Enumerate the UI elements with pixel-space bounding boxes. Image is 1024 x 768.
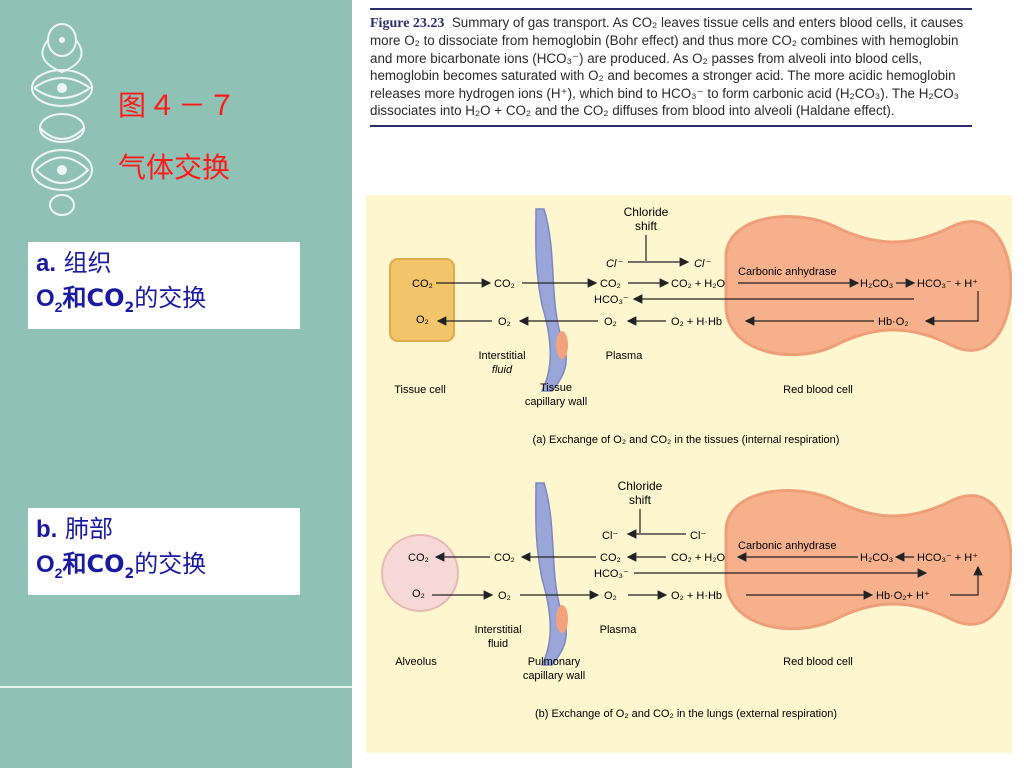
alveolus-label: Alveolus: [395, 656, 437, 668]
label-title: 肺部: [64, 515, 113, 543]
caption-rule-bottom: [370, 125, 972, 128]
tissue-cell-shape: [389, 258, 455, 342]
chloride-shift-label: Chloride: [624, 205, 669, 219]
label-title: 组织: [63, 249, 112, 277]
red-blood-cell-shape: [724, 489, 1013, 631]
plasma-hco3-label: HCO₃⁻: [594, 568, 629, 580]
sidebar: 图４－７ 气体交换 a. 组织 O2和CO2的交换 b. 肺部 O2和CO2的交…: [0, 0, 352, 768]
caption-text: Summary of gas transport. As CO₂ leaves …: [370, 15, 964, 119]
capillary-label: Pulmonary: [528, 656, 581, 668]
label-and-co: 和CO: [62, 284, 125, 312]
figure-caption: Figure 23.23 Summary of gas transport. A…: [370, 8, 972, 128]
cl-plasma-label: Cl⁻: [606, 258, 623, 270]
caption-rule-top: [370, 8, 972, 10]
plasma-co2-label: CO₂: [600, 278, 621, 290]
label-sub: 2: [124, 565, 135, 582]
label-o: O: [36, 551, 55, 578]
interstitial-label: Interstitial: [478, 350, 525, 362]
interstitial-co2-label: CO₂: [494, 552, 515, 564]
label-sub: 2: [54, 564, 63, 581]
label-letter: a.: [36, 250, 57, 277]
hco3-h-label: HCO₃⁻ + H⁺: [917, 552, 978, 564]
h2co3-label: H₂CO₃: [860, 278, 893, 290]
label-exchange: 的交换: [134, 550, 207, 578]
label-lung-exchange: b. 肺部 O2和CO2的交换: [28, 508, 300, 595]
interstitial-label: Interstitial: [474, 624, 521, 636]
label-letter: b.: [36, 516, 58, 543]
interstitial-co2-label: CO₂: [494, 278, 515, 290]
hb-o2-h-label: Hb·O₂+ H⁺: [876, 590, 930, 602]
h2co3-label: H₂CO₃: [860, 552, 893, 564]
panel-caption: (a) Exchange of O₂ and CO₂ in the tissue…: [533, 434, 840, 446]
rbc-label: Red blood cell: [783, 384, 853, 396]
figure-title: 气体交换: [118, 151, 231, 184]
label-sub: 2: [54, 298, 63, 315]
chloride-shift-label: Chloride: [618, 479, 663, 493]
label-and-co: 和CO: [62, 550, 125, 578]
label-tissue-exchange: a. 组织 O2和CO2的交换: [28, 242, 300, 329]
hco3-h-label: HCO₃⁻ + H⁺: [917, 278, 978, 290]
plasma-label: Plasma: [600, 624, 638, 636]
plasma-hco3-label: HCO₃⁻: [594, 294, 629, 306]
panel-b: Chloride shift Cl⁻ Cl⁻ CO₂ O₂ CO₂ CO₂ CO…: [381, 479, 1013, 720]
h-to-hb-path: [924, 291, 979, 326]
capillary-cell-icon: [556, 605, 568, 633]
capillary-label: capillary wall: [523, 670, 585, 682]
capillary-wall-shape: [535, 482, 567, 666]
rbc-label: Red blood cell: [783, 656, 853, 668]
caption-label: Figure 23.23: [370, 16, 445, 31]
rbc-co2-h2o-label: CO₂ + H₂O: [671, 278, 726, 290]
tissue-o2-label: O₂: [416, 314, 429, 326]
capillary-cell-icon: [556, 331, 568, 359]
o2-hhb-label: O₂ + H·Hb: [671, 316, 722, 328]
tissue-cell-label: Tissue cell: [394, 384, 446, 396]
rbc-co2-h2o-label: CO₂ + H₂O: [671, 552, 726, 564]
plasma-co2-label: CO₂: [600, 552, 621, 564]
cl-plasma-label: Cl⁻: [602, 530, 618, 542]
capillary-label: Tissue: [540, 382, 572, 394]
figure-number: 图４－７: [118, 89, 239, 122]
chloride-shift-label: shift: [635, 219, 658, 233]
cl-rbc-label: Cl⁻: [690, 530, 706, 542]
o2-hhb-label: O₂ + H·Hb: [671, 590, 722, 602]
divider: [0, 686, 352, 688]
plasma-o2-label: O₂: [604, 590, 617, 602]
panel-a: Chloride shift Cl⁻ Cl⁻ CO₂ O₂ CO₂ CO₂ CO…: [389, 205, 1013, 446]
plasma-label: Plasma: [606, 350, 644, 362]
interstitial-o2-label: O₂: [498, 590, 511, 602]
alveolus-o2-label: O₂: [412, 588, 425, 600]
carbonic-anhydrase-label: Carbonic anhydrase: [738, 540, 836, 552]
ornament-top-icon: [31, 23, 93, 216]
capillary-label: capillary wall: [525, 396, 587, 408]
chloride-shift-label: shift: [629, 493, 652, 507]
label-sub: 2: [124, 299, 135, 316]
plasma-o2-label: O₂: [604, 316, 617, 328]
gas-exchange-diagram: Chloride shift Cl⁻ Cl⁻ CO₂ O₂ CO₂ CO₂ CO…: [366, 195, 1013, 753]
alveolus-co2-label: CO₂: [408, 552, 429, 564]
hb-to-h-path: [950, 565, 983, 596]
hb-o2-label: Hb·O₂: [878, 316, 909, 328]
label-exchange: 的交换: [134, 284, 207, 312]
interstitial-label: fluid: [488, 638, 508, 650]
cl-rbc-label: Cl⁻: [694, 258, 711, 270]
label-o: O: [36, 285, 55, 312]
red-blood-cell-shape: [724, 215, 1013, 357]
capillary-wall-shape: [535, 208, 567, 392]
interstitial-o2-label: O₂: [498, 316, 511, 328]
interstitial-label: fluid: [492, 364, 513, 376]
tissue-co2-label: CO₂: [412, 278, 433, 290]
panel-caption: (b) Exchange of O₂ and CO₂ in the lungs …: [535, 708, 837, 720]
carbonic-anhydrase-label: Carbonic anhydrase: [738, 266, 836, 278]
